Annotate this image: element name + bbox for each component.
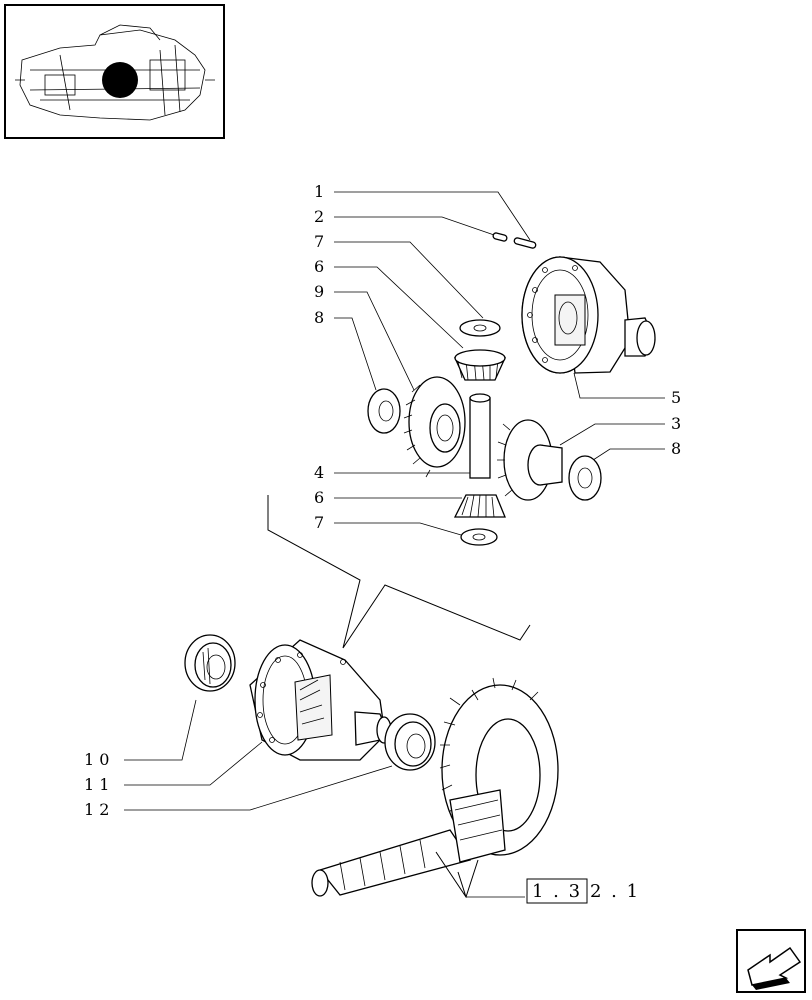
callout-1: 1 (314, 182, 324, 201)
reference-rest: 2 . 1 (590, 881, 640, 902)
next-page-arrow-icon[interactable] (736, 929, 806, 993)
callout-3: 3 (671, 414, 681, 433)
leader-10 (124, 699, 197, 761)
pinion-gear-part (453, 349, 507, 381)
callout-12: 1 2 (84, 800, 109, 819)
callout-8b: 8 (671, 439, 681, 458)
callout-6b: 6 (314, 488, 324, 507)
callout-4: 4 (314, 463, 324, 482)
leader-11 (124, 741, 263, 786)
shim-part (367, 388, 401, 434)
ref-pointer (435, 851, 479, 899)
assembly-thumbnail-icon[interactable] (4, 4, 225, 139)
thrust-washer-part (459, 319, 501, 337)
pinion-gear-bottom-part (453, 494, 506, 518)
callout-10: 1 0 (84, 750, 109, 769)
pin-part (492, 232, 537, 249)
ring-gear-pinion-part (311, 677, 559, 897)
callout-7: 7 (314, 232, 324, 251)
reference-boxed: 1 . 3 (532, 881, 582, 902)
callout-8: 8 (314, 308, 324, 327)
callout-9: 9 (314, 282, 324, 301)
pinion-shaft-part (469, 393, 491, 479)
bearing-left-part (184, 634, 236, 692)
side-gear-part (403, 376, 466, 478)
side-gear-right-part (497, 419, 563, 501)
differential-assembly-part (249, 639, 392, 761)
zoom-indicator-line (267, 495, 531, 649)
leader-lines-upper (334, 191, 665, 538)
callout-11: 1 1 (84, 775, 109, 794)
differential-housing-part (521, 256, 656, 374)
bearing-right-part (384, 713, 436, 771)
page-reference[interactable]: 1 . 3 2 . 1 (526, 878, 640, 904)
callout-6: 6 (314, 257, 324, 276)
callout-5: 5 (671, 388, 681, 407)
callout-2: 2 (314, 207, 324, 226)
leader-12 (124, 765, 393, 811)
callout-7b: 7 (314, 513, 324, 532)
shim-right-part (568, 455, 602, 501)
thrust-washer-bottom-part (460, 528, 498, 546)
